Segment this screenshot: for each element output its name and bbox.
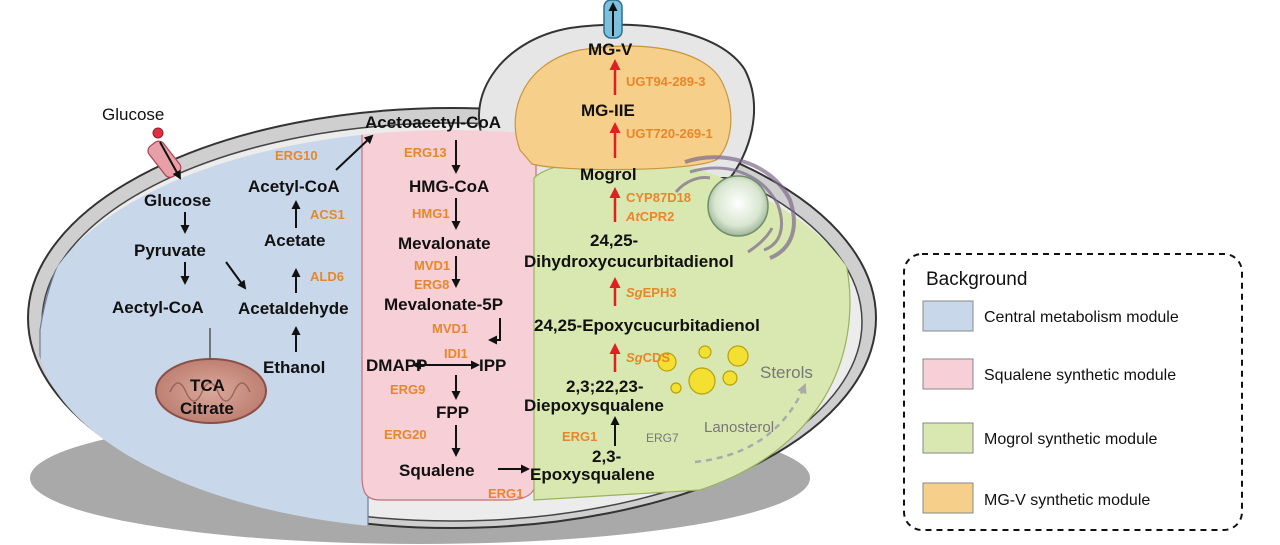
sq-squalene: Squalene	[399, 461, 475, 480]
mg-diepoxy-2: Diepoxysqualene	[524, 396, 664, 415]
enzyme-idi1: IDI1	[444, 346, 468, 361]
legend-swatch-mogrol	[922, 422, 974, 454]
organelle-icon	[674, 155, 796, 260]
legend-label-mgv: MG-V synthetic module	[984, 492, 1150, 509]
enzyme-atcpr2-prefix: At	[625, 209, 640, 224]
mg-dihydroxy-2: Dihydroxycucurbitadienol	[524, 252, 734, 271]
legend-swatch-mgv	[922, 482, 974, 514]
sq-mevalonate-5p: Mevalonate-5P	[384, 295, 503, 314]
enzyme-sgcds: SgCDS	[626, 350, 670, 365]
enzyme-erg10: ERG10	[275, 148, 318, 163]
enzyme-hmg1: HMG1	[412, 206, 450, 221]
enzyme-sgcds-name: CDS	[643, 350, 671, 365]
enzyme-erg9: ERG9	[390, 382, 425, 397]
mg-mogrol: Mogrol	[580, 165, 637, 184]
branch-erg7: ERG7	[646, 431, 679, 445]
enzyme-erg20: ERG20	[384, 427, 427, 442]
sq-acetoacetyl-coa: Acetoacetyl-CoA	[365, 113, 501, 132]
mg-epoxycucurbitadienol: 24,25-Epoxycucurbitadienol	[534, 316, 760, 335]
central-acetaldehyde: Acetaldehyde	[238, 299, 349, 318]
central-pyruvate: Pyruvate	[134, 241, 206, 260]
enzyme-erg13: ERG13	[404, 145, 447, 160]
legend-swatch-central	[922, 300, 974, 332]
enzyme-atcpr2-name: CPR2	[640, 209, 675, 224]
legend-title: Background	[926, 269, 1027, 290]
legend-frame	[903, 253, 1243, 531]
mg-epoxysqualene-1: 2,3-	[592, 447, 621, 466]
enzyme-sgeph3-prefix: Sg	[626, 285, 643, 300]
enzyme-mvd1-b: MVD1	[432, 321, 468, 336]
external-glucose-label: Glucose	[102, 105, 164, 124]
mgv-module	[514, 45, 732, 171]
glucose-molecule-icon	[152, 127, 164, 139]
lipid-droplets-icon	[657, 345, 749, 395]
mg-dihydroxy-1: 24,25-	[590, 231, 638, 250]
legend-label-squalene: Squalene synthetic module	[984, 367, 1176, 384]
mg-diepoxy-1: 2,3;22,23-	[566, 377, 644, 396]
enzyme-erg1-a: ERG1	[488, 486, 523, 501]
enzyme-erg1-b: ERG1	[562, 429, 597, 444]
cell	[27, 0, 877, 544]
mgv-mg-v: MG-V	[588, 40, 633, 59]
sq-mevalonate: Mevalonate	[398, 234, 491, 253]
central-glucose: Glucose	[144, 191, 211, 210]
mg-epoxysqualene-2: Epoxysqualene	[530, 465, 655, 484]
sq-fpp: FPP	[436, 403, 469, 422]
enzyme-mvd1-a: MVD1	[414, 258, 450, 273]
enzyme-cyp87d18: CYP87D18	[626, 190, 691, 205]
enzyme-sgcds-prefix: Sg	[626, 350, 643, 365]
legend: Background Central metabolism module Squ…	[903, 253, 1243, 531]
enzyme-sgeph3-name: EPH3	[643, 285, 677, 300]
central-ethanol: Ethanol	[263, 358, 325, 377]
enzyme-ugt720: UGT720-269-1	[626, 126, 713, 141]
enzyme-sgeph3: SgEPH3	[626, 285, 677, 300]
enzyme-acs1: ACS1	[310, 207, 345, 222]
legend-swatch-squalene	[922, 358, 974, 390]
central-acetate: Acetate	[264, 231, 325, 250]
enzyme-erg8: ERG8	[414, 277, 449, 292]
sq-ipp: IPP	[479, 356, 506, 375]
mito-citrate: Citrate	[180, 399, 234, 418]
branch-sterols: Sterols	[760, 363, 813, 382]
export-channel-icon	[603, 0, 623, 39]
enzyme-ald6: ALD6	[310, 269, 344, 284]
mitochondrion-icon	[155, 328, 267, 424]
enzyme-ugt94: UGT94-289-3	[626, 74, 705, 89]
mito-tca: TCA	[190, 376, 225, 395]
legend-label-mogrol: Mogrol synthetic module	[984, 431, 1158, 448]
central-acetyl-coa: Acetyl-CoA	[248, 177, 340, 196]
mgv-mg-iie: MG-IIE	[581, 101, 635, 120]
branch-lanosterol: Lanosterol	[704, 419, 774, 436]
sq-hmg-coa: HMG-CoA	[409, 177, 489, 196]
legend-label-central: Central metabolism module	[984, 309, 1179, 326]
enzyme-atcpr2: AtCPR2	[625, 209, 674, 224]
labels: Glucose Glucose Pyruvate Aectyl-CoA Acet…	[102, 40, 813, 501]
sq-dmapp: DMAPP	[366, 356, 427, 375]
pathway-arrows	[180, 59, 807, 474]
central-aectyl-coa: Aectyl-CoA	[112, 298, 204, 317]
